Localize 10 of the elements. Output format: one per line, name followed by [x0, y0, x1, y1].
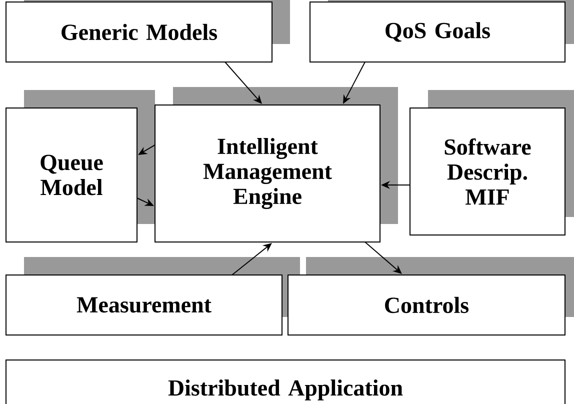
- process-box: Measurement: [6, 274, 282, 336]
- process-box: Queue Model: [6, 108, 138, 242]
- arrow: [364, 242, 402, 274]
- process-box: QoS Goals: [310, 2, 566, 62]
- process-box: Generic Models: [6, 2, 272, 62]
- process-box: Software Descrip. MIF: [410, 108, 566, 236]
- process-box: Distributed Application: [6, 359, 566, 404]
- process-box: Intelligent Management Engine: [154, 104, 380, 242]
- arrow: [224, 62, 262, 104]
- process-box: Controls: [288, 274, 566, 336]
